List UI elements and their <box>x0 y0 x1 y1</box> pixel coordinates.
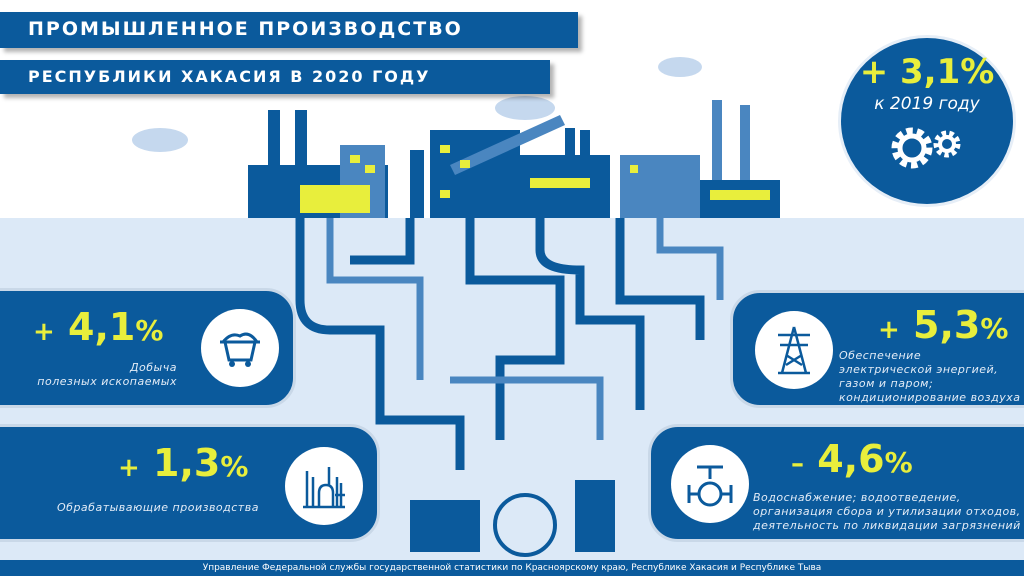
value-percent: % <box>135 314 164 347</box>
pipes <box>295 218 705 470</box>
bottom-factories <box>410 480 615 557</box>
card-description: деятельность по ликвидации загрязнений <box>753 519 1021 532</box>
refinery-icon <box>285 447 363 525</box>
card-description: Водоснабжение; водоотведение, <box>753 491 961 504</box>
value-number: 1,3 <box>153 441 221 485</box>
page-subtitle: РЕСПУБЛИКИ ХАКАСИЯ В 2020 ГОДУ <box>0 60 550 94</box>
value-number: 4,6 <box>817 437 885 481</box>
value-percent: % <box>220 450 249 483</box>
card-water: – 4,6% Водоснабжение; водоотведение,орга… <box>648 424 1024 542</box>
value-sign: + <box>118 453 140 483</box>
value-percent: % <box>980 312 1009 345</box>
card-description: Добыча <box>129 361 177 374</box>
card-description: организация сбора и утилизации отходов, <box>753 505 1021 518</box>
power-tower-icon <box>755 311 833 389</box>
card-description: газом и паром; <box>839 377 934 390</box>
value-number: 4,1 <box>68 305 136 349</box>
card-description: полезных ископаемых <box>37 375 177 388</box>
value-sign: + <box>33 317 55 347</box>
total-caption: к 2019 году <box>874 94 980 114</box>
card-description: электрической энергией, <box>839 363 999 376</box>
value-number: 5,3 <box>913 303 981 347</box>
value-sign: + <box>878 315 900 345</box>
footer-source: Управление Федеральной службы государств… <box>0 560 1024 576</box>
page-title: ПРОМЫШЛЕННОЕ ПРОИЗВОДСТВО <box>0 12 578 48</box>
gears-icon <box>891 127 961 169</box>
card-description: Обрабатывающие производства <box>57 501 259 514</box>
valve-icon <box>671 445 749 523</box>
value-percent: % <box>884 446 913 479</box>
total-growth-badge: + 3,1% к 2019 году <box>841 38 1013 204</box>
card-description: кондиционирование воздуха <box>839 391 1021 404</box>
value-sign: – <box>791 449 804 479</box>
factory-windows <box>300 145 770 213</box>
card-description: Обеспечение <box>839 349 922 362</box>
mine-cart-icon <box>201 309 279 387</box>
total-value: + 3,1% <box>859 52 995 92</box>
card-manufacturing: + 1,3% Обрабатывающие производства <box>0 424 380 542</box>
clouds <box>132 57 702 152</box>
